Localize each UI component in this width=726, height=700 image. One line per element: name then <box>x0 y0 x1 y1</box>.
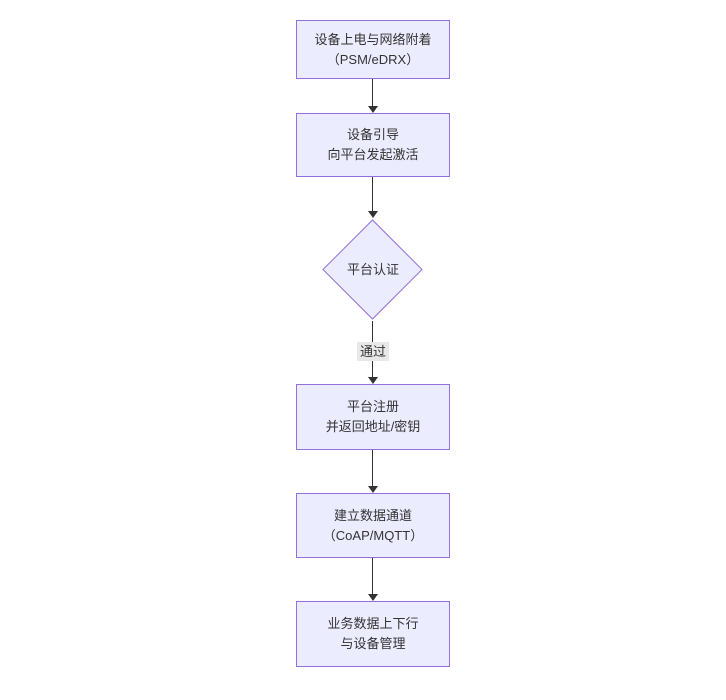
edge-line-b-c <box>372 177 373 211</box>
node-label-line: 平台认证 <box>346 262 399 277</box>
flow-node-platform-register: 平台注册 并返回地址/密钥 <box>296 384 450 450</box>
flow-node-device-power-attach: 设备上电与网络附着 （PSM/eDRX） <box>296 20 450 79</box>
flow-node-business-data-mgmt: 业务数据上下行 与设备管理 <box>296 601 450 667</box>
node-label-line: 建立数据通道 <box>333 507 412 523</box>
node-label-line: （CoAP/MQTT） <box>322 527 424 543</box>
edge-line-e-f <box>372 558 373 594</box>
node-label-line: 平台注册 <box>346 399 399 414</box>
flow-node-device-bootstrap: 设备引导 向平台发起激活 <box>296 113 450 177</box>
edge-line-d-e <box>372 450 373 486</box>
arrowhead-icon <box>368 486 378 493</box>
node-label-line: 并返回地址/密钥 <box>325 419 421 434</box>
node-label-line: 设备引导 <box>346 127 399 142</box>
node-label-line: 与设备管理 <box>340 636 406 651</box>
arrowhead-icon <box>368 377 378 384</box>
flow-node-data-channel: 建立数据通道 （CoAP/MQTT） <box>296 493 450 558</box>
node-label-line: （PSM/eDRX） <box>326 51 420 67</box>
arrowhead-icon <box>368 211 378 218</box>
arrowhead-icon <box>368 594 378 601</box>
arrowhead-icon <box>368 106 378 113</box>
node-label-line: 向平台发起激活 <box>327 147 419 162</box>
edge-line-a-b <box>372 79 373 106</box>
node-label-line: 设备上电与网络附着 <box>314 31 432 47</box>
edge-label-pass: 通过 <box>356 342 390 361</box>
node-label-line: 业务数据上下行 <box>327 616 419 631</box>
